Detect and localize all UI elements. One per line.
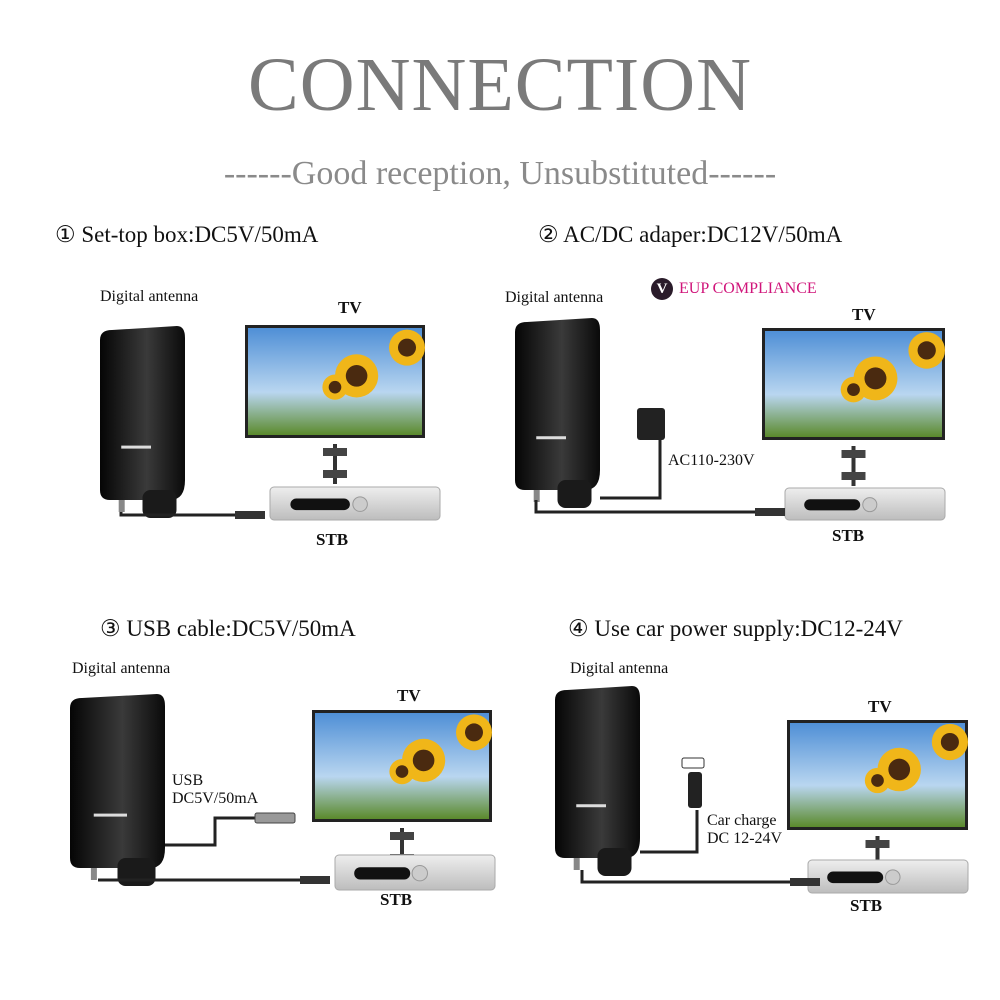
sunflower-center <box>465 723 483 742</box>
antenna-base <box>557 480 592 508</box>
tv-label: TV <box>868 697 892 716</box>
coax-plug <box>755 508 785 516</box>
step-1-title: ① Set-top box:DC5V/50mA <box>55 222 319 247</box>
av-plugs-top <box>841 450 866 458</box>
stb-label: STB <box>850 896 883 915</box>
sunflower-center <box>864 367 887 390</box>
coax-cable <box>534 500 760 514</box>
sunflower-center <box>395 765 409 778</box>
antenna-base <box>117 858 156 886</box>
sunflower-center <box>345 365 368 387</box>
page-title: CONNECTION <box>248 43 752 127</box>
antenna-label: Digital antenna <box>100 288 199 305</box>
stb-control-knob <box>862 497 878 513</box>
stb-display <box>354 867 411 880</box>
sunflower-center <box>917 341 936 360</box>
antenna-body <box>100 326 185 500</box>
antenna-connector <box>118 500 125 512</box>
av-plugs-bottom <box>841 472 866 480</box>
car-socket-icon <box>681 757 705 769</box>
step-4-title: ④ Use car power supply:DC12-24V <box>568 616 903 641</box>
step-2-title: ② AC/DC adaper:DC12V/50mA <box>538 222 843 247</box>
antenna-connector <box>573 858 580 870</box>
antenna-label: Digital antenna <box>72 660 171 677</box>
sunflower-center <box>871 774 884 787</box>
stb-control-knob <box>885 869 901 885</box>
av-cable <box>333 444 337 484</box>
antenna-connector <box>90 868 97 880</box>
antenna-body <box>70 694 165 868</box>
antenna-base <box>597 848 632 876</box>
page-subtitle: ------Good reception, Unsubstituted-----… <box>223 155 777 192</box>
antenna-body <box>555 686 640 858</box>
car-charge-voltage-label: DC 12-24V <box>707 830 783 847</box>
usb-cable <box>165 816 255 847</box>
stb-control-knob <box>352 496 368 512</box>
sunflower-center <box>847 383 860 397</box>
stb-display <box>827 871 884 884</box>
av-plugs-top <box>390 832 414 840</box>
antenna-brand-mark <box>576 804 606 808</box>
stb-label: STB <box>380 890 413 909</box>
car-charger-icon <box>688 772 702 808</box>
antenna-brand-mark <box>121 445 151 449</box>
step-3-title: ③ USB cable:DC5V/50mA <box>100 616 356 641</box>
adapter-label: AC110-230V <box>668 452 755 469</box>
av-cable <box>875 836 880 876</box>
antenna-connector <box>533 490 540 502</box>
stb-control-knob <box>411 865 428 882</box>
av-cable <box>851 446 856 486</box>
av-cable <box>400 828 404 868</box>
coax-cable <box>580 870 800 884</box>
sunflower-center <box>328 380 342 394</box>
sunflower-center <box>412 749 435 772</box>
coax-cable <box>119 512 235 517</box>
tv-label: TV <box>397 686 421 705</box>
usb-plug-icon <box>254 812 296 824</box>
car-charge-label: Car charge <box>707 812 777 829</box>
antenna-base <box>142 490 177 518</box>
av-plugs-top <box>323 448 347 456</box>
av-plugs-bottom <box>323 470 347 478</box>
usb-label: USB <box>172 772 204 789</box>
car-charger-cable <box>640 810 699 854</box>
coax-plug <box>235 511 265 519</box>
stb-display <box>804 499 861 511</box>
eup-badge-icon: V <box>651 278 673 300</box>
tv-label: TV <box>852 305 876 324</box>
antenna-brand-mark <box>536 436 566 440</box>
eup-compliance-text: EUP COMPLIANCE <box>679 280 817 297</box>
sunflower-center <box>398 338 416 357</box>
adapter-cable <box>600 440 662 500</box>
av-plugs-top <box>865 840 890 848</box>
antenna-body <box>515 318 600 490</box>
stb-display <box>290 498 350 511</box>
coax-plug <box>300 876 330 884</box>
stb-label: STB <box>832 526 865 545</box>
antenna-brand-mark <box>93 813 127 817</box>
stb-label: STB <box>316 530 349 549</box>
sunflower-center <box>940 732 959 752</box>
power-adapter-icon <box>637 408 665 440</box>
tv-label: TV <box>338 298 362 317</box>
usb-power-label: DC5V/50mA <box>172 790 259 807</box>
antenna-label: Digital antenna <box>570 660 669 677</box>
sunflower-center <box>888 758 911 781</box>
antenna-label: Digital antenna <box>505 289 604 306</box>
coax-plug <box>790 878 820 886</box>
